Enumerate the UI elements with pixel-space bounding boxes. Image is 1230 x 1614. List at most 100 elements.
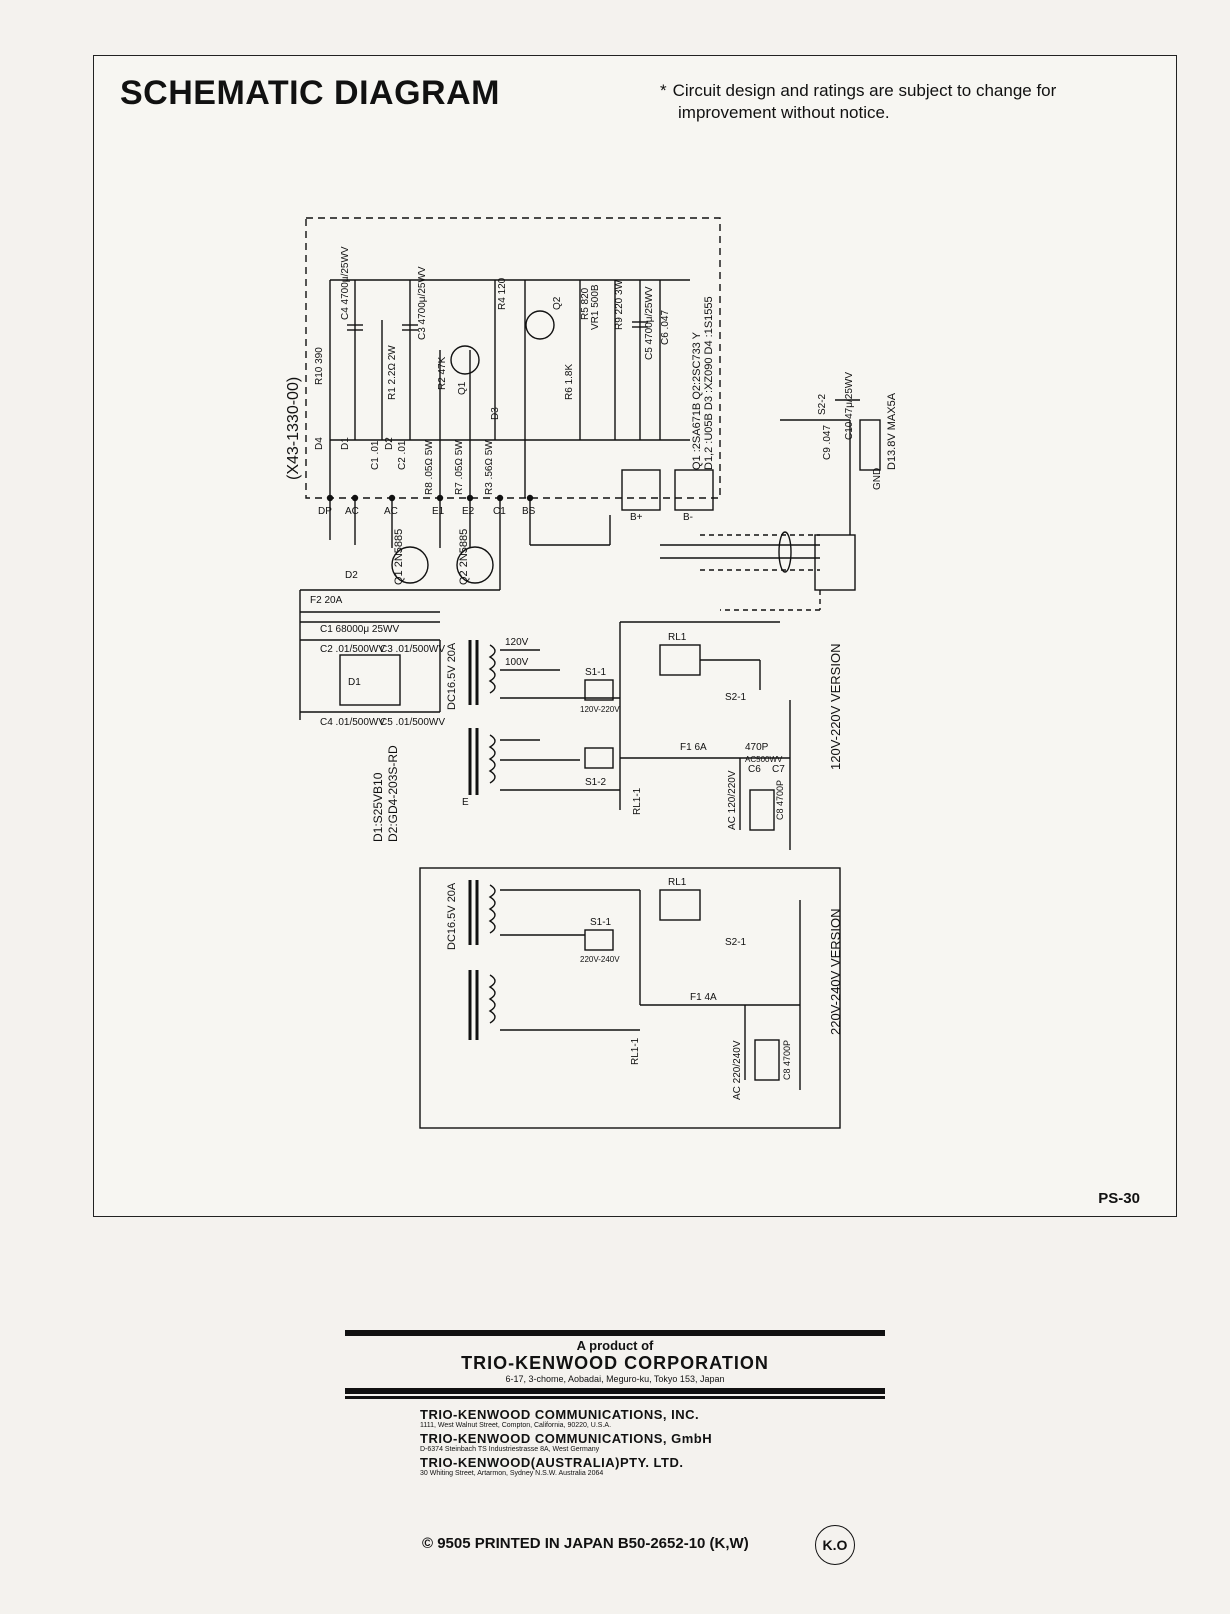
regulator-board-outline xyxy=(305,217,721,499)
comp-label: R4 120 xyxy=(497,277,508,310)
misc-label: C8 4700P xyxy=(775,780,785,820)
footer-rule xyxy=(345,1396,885,1399)
footer: A product of TRIO-KENWOOD CORPORATION 6-… xyxy=(345,1330,885,1479)
v2-label: S1-1 xyxy=(590,917,612,928)
subsidiary-name: TRIO-KENWOOD(AUSTRALIA)PTY. LTD. xyxy=(420,1455,684,1470)
misc-label: S2-1 xyxy=(725,692,747,703)
misc-label: C6 xyxy=(748,764,761,775)
comp-label: C6 .047 xyxy=(660,310,671,345)
board-part-number: (X43-1330-00) xyxy=(285,377,302,480)
design-note: * Circuit design and ratings are subject … xyxy=(660,80,1130,124)
misc-label: 120V-220V xyxy=(580,705,620,714)
comp-label: D1 xyxy=(340,437,351,450)
comp-label: R9 220 3W xyxy=(614,279,625,330)
subsidiary-name: TRIO-KENWOOD COMMUNICATIONS, INC. xyxy=(420,1407,700,1422)
ko-mark: K.O xyxy=(815,1525,855,1565)
comp-label: R6 1.8K xyxy=(564,364,575,400)
comp-label: C4 4700μ/25WV xyxy=(340,246,351,320)
subsidiary-address: 1111, West Walnut Street, Compton, Calif… xyxy=(420,1422,612,1429)
note-line-2: improvement without notice. xyxy=(678,103,890,122)
terminal-label: AC xyxy=(384,506,398,517)
misc-label: RL1 xyxy=(668,632,687,643)
v2-label: AC 220/240V xyxy=(732,1040,743,1100)
subsidiary-address: 30 Whiting Street, Artarmon, Sydney N.S.… xyxy=(420,1470,604,1477)
misc-label: S2-2 xyxy=(817,393,828,415)
footer-rule xyxy=(345,1330,885,1336)
transistor-label: Q2 2N5885 xyxy=(458,529,470,585)
terminal-label: DP xyxy=(318,506,332,517)
v2-label: C8 4700P xyxy=(782,1040,792,1080)
misc-label: 100V xyxy=(505,657,529,668)
misc-label: S1-1 xyxy=(585,667,607,678)
misc-label: E xyxy=(462,797,469,808)
terminal-label: BS xyxy=(522,506,536,517)
misc-label: 120V xyxy=(505,637,529,648)
comp-label: Q1 xyxy=(457,381,468,395)
misc-label: GND xyxy=(872,468,883,490)
misc-label: C9 .047 xyxy=(822,425,833,460)
v2-label: RL1-1 xyxy=(630,1037,641,1065)
v2-label: F1 4A xyxy=(690,992,717,1003)
comp-label: D2 xyxy=(384,437,395,450)
corporation-address: 6-17, 3-chome, Aobadai, Meguro-ku, Tokyo… xyxy=(505,1374,725,1384)
comp-label: R8 .05Ω 5W xyxy=(424,440,435,495)
misc-label: C10 47μ/25WV xyxy=(844,372,855,440)
misc-label: D2:GD4-203S-RD xyxy=(386,745,400,842)
v2-label: RL1 xyxy=(668,877,687,888)
note-star: * xyxy=(660,81,667,100)
v2-label: S2-1 xyxy=(725,937,747,948)
page-title: SCHEMATIC DIAGRAM xyxy=(120,74,500,112)
misc-label: C1 68000μ 25WV xyxy=(320,624,399,635)
misc-label: F2 20A xyxy=(310,595,343,606)
comp-label: VR1 500B xyxy=(590,284,601,330)
semiconductor-list-2: D1,2 :U05B D3 :XZ090 D4 :1S1555 xyxy=(703,296,715,470)
comp-label: Q2 xyxy=(552,296,563,310)
terminal-label: AC xyxy=(345,506,359,517)
footer-rule xyxy=(345,1388,885,1394)
misc-label: DC16.5V 20A xyxy=(446,642,458,710)
version-1-label: 120V-220V VERSION xyxy=(828,644,843,770)
comp-label: R10 390 xyxy=(314,347,325,385)
transistor-label: Q1 2N5885 xyxy=(393,529,405,585)
subsidiary-list: TRIO-KENWOOD COMMUNICATIONS, INC. 1111, … xyxy=(420,1407,885,1477)
misc-label: D1:S25VB10 xyxy=(371,772,385,842)
misc-label: S1-2 xyxy=(585,777,607,788)
version-2-label: 220V-240V VERSION xyxy=(828,909,843,1035)
comp-label: R7 .05Ω 5W xyxy=(454,440,465,495)
misc-label: AC500WV xyxy=(745,755,783,764)
misc-label: C4 .01/500WV xyxy=(320,717,385,728)
terminal-label: B+ xyxy=(630,512,643,523)
misc-label: 470P xyxy=(745,742,769,753)
terminal-label: B- xyxy=(683,512,693,523)
comp-label: D4 xyxy=(314,437,325,450)
note-line-1: Circuit design and ratings are subject t… xyxy=(672,81,1057,100)
misc-label: D1 xyxy=(348,677,361,688)
terminal-label: C1 xyxy=(493,506,506,517)
misc-label: D2 xyxy=(345,570,358,581)
misc-label: C2 .01/500WV xyxy=(320,644,385,655)
misc-label: C3 .01/500WV xyxy=(380,644,445,655)
comp-label: R2 47K xyxy=(437,356,448,390)
misc-label: F1 6A xyxy=(680,742,707,753)
v2-label: 220V-240V xyxy=(580,955,620,964)
comp-label: C3 4700μ/25WV xyxy=(417,266,428,340)
semiconductor-list-1: Q1 :2SA671B Q2:2SC733 Y xyxy=(691,331,703,470)
misc-label: RL1-1 xyxy=(632,787,643,815)
comp-label: C2 .01 xyxy=(397,440,408,470)
terminal-label: E2 xyxy=(462,506,475,517)
misc-label: C5 .01/500WV xyxy=(380,717,445,728)
misc-label: C7 xyxy=(772,764,785,775)
comp-label: R5 820 xyxy=(580,287,591,320)
v2-label: DC16.5V 20A xyxy=(446,882,458,950)
comp-label: R1 2.2Ω 2W xyxy=(387,345,398,400)
subsidiary-name: TRIO-KENWOOD COMMUNICATIONS, GmbH xyxy=(420,1431,713,1446)
misc-label: AC 120/220V xyxy=(727,770,738,830)
terminal-label: E1 xyxy=(432,506,445,517)
misc-label: D13.8V MAX5A xyxy=(886,392,898,470)
comp-label: R3 .56Ω 5W xyxy=(484,440,495,495)
subsidiary-address: D-6374 Steinbach TS Industriestrasse 8A,… xyxy=(420,1446,600,1453)
comp-label: C5 4700μ/25WV xyxy=(644,286,655,360)
product-of: A product of xyxy=(576,1338,654,1353)
schematic-frame xyxy=(93,55,1177,1217)
